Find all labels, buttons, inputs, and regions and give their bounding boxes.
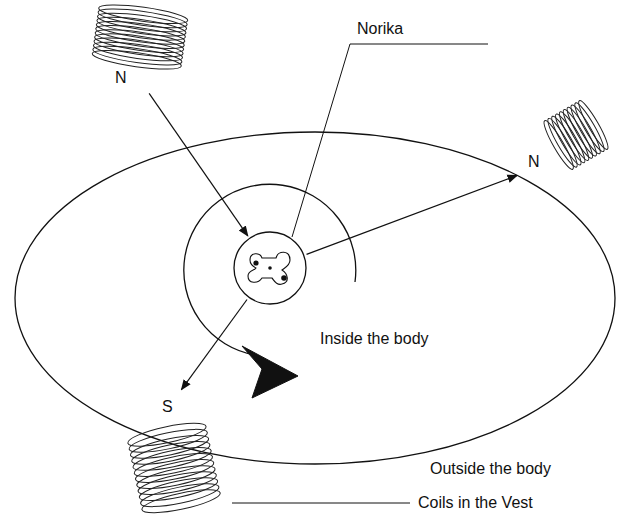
capsule-dot [268, 266, 272, 270]
coil-winding [91, 47, 182, 73]
coil-winding [138, 473, 220, 505]
capsule-dot [253, 260, 258, 265]
vest-coil-outline [85, 3, 197, 91]
rotation-arrowhead [242, 346, 298, 398]
vest-coil: S [118, 392, 230, 518]
vest-coil-outline [520, 95, 614, 187]
capsule-dot [281, 275, 287, 281]
rotation-arc [184, 184, 356, 355]
coil-winding [540, 118, 577, 171]
body-ellipse [15, 132, 615, 464]
coil-windings [540, 98, 611, 171]
pole-label: N [115, 69, 127, 87]
coil-windings [126, 419, 222, 518]
region-label: Outside the body [430, 460, 551, 478]
capsule-circle [234, 232, 306, 304]
body-outline: Inside the body Norika [13, 130, 617, 466]
leader-line [292, 44, 488, 237]
coil-winding [139, 479, 221, 511]
field-arrow [149, 93, 248, 235]
body-outline-outline [13, 130, 617, 466]
coil-windings [91, 1, 188, 73]
pole-label: N [528, 153, 540, 171]
vest-coil: N [85, 3, 197, 91]
field-arrow [181, 300, 247, 390]
vest-coil-outline [118, 392, 230, 518]
leader-line [232, 503, 410, 504]
region-label: Inside the body [320, 330, 429, 348]
part-label: Norika [357, 20, 403, 38]
vest-coil: N [520, 95, 614, 187]
part-label: Coils in the Vest [418, 494, 533, 512]
capsule-outline [232, 230, 308, 306]
field-arrow [307, 175, 518, 254]
capsule: Norika [232, 230, 308, 306]
pole-label: S [162, 398, 173, 416]
capsule-body [248, 252, 290, 284]
coil-winding [92, 42, 183, 68]
coil-winding [140, 485, 222, 517]
